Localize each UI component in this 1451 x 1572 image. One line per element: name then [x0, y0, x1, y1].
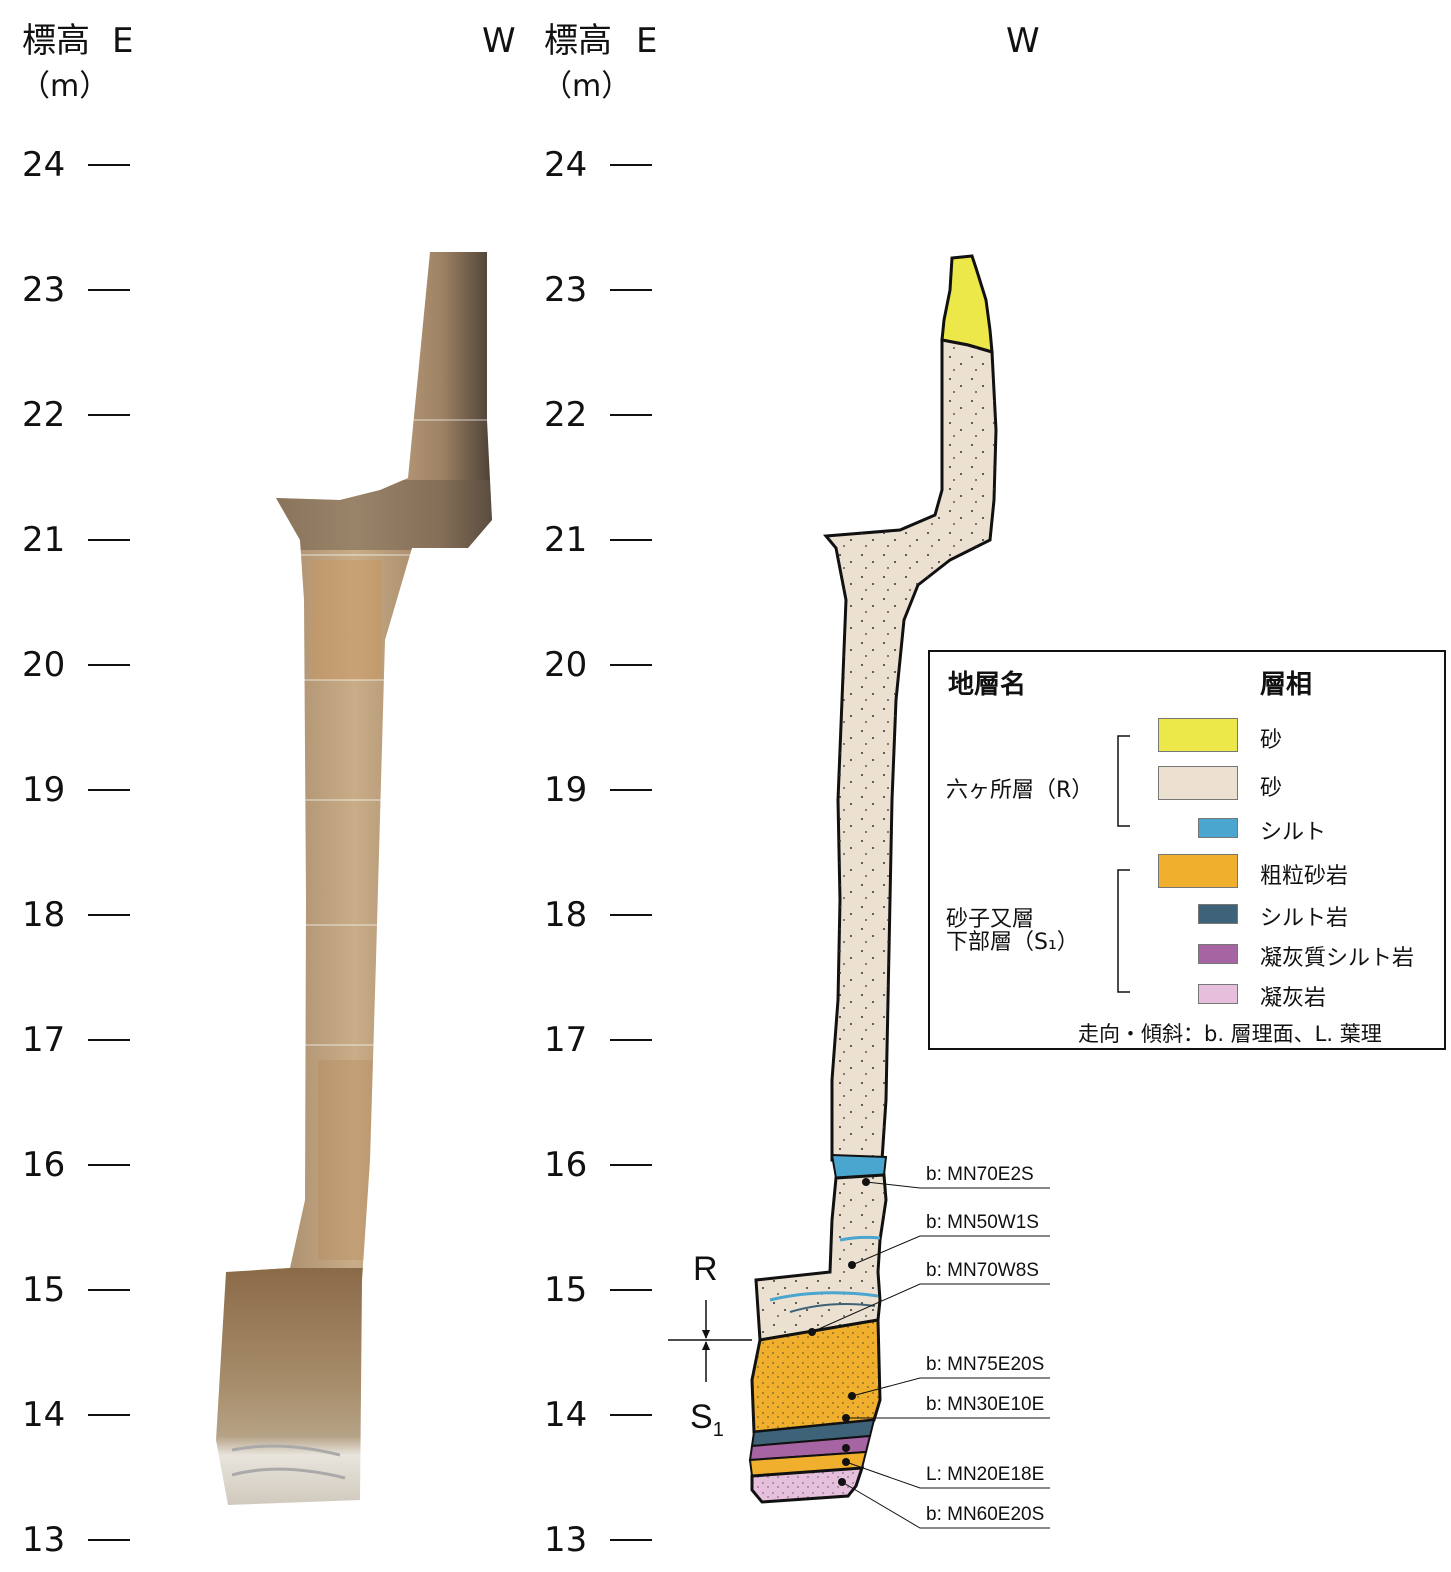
legend-label-6: 凝灰岩 [1260, 980, 1326, 1012]
attitude-label: b: MN50W1S [926, 1212, 1039, 1234]
legend-swatch-1 [1158, 766, 1238, 800]
legend-swatch-6 [1198, 984, 1238, 1004]
legend-swatch-4 [1198, 904, 1238, 924]
legend-swatch-0 [1158, 718, 1238, 752]
trench-photo [210, 250, 500, 1508]
boundary-label-s1: S1 [690, 1398, 724, 1442]
legend-brackets [930, 652, 1448, 1052]
layer-yellow-sand [942, 256, 992, 352]
attitude-label: b: MN60E20S [926, 1504, 1044, 1526]
attitude-label: b: MN75E20S [926, 1354, 1044, 1376]
legend: 地層名 層相 六ヶ所層（R） 砂子又層下部層（S₁） 砂 砂 シルト 粗粒砂岩 … [928, 650, 1446, 1050]
legend-label-1: 砂 [1260, 770, 1282, 802]
boundary-label-r: R [693, 1250, 718, 1289]
attitude-label: L: MN20E18E [926, 1464, 1044, 1486]
legend-label-4: シルト岩 [1260, 900, 1348, 932]
legend-note: 走向・傾斜：b. 層理面、L. 葉理 [1078, 1018, 1382, 1048]
legend-swatch-3 [1158, 854, 1238, 888]
attitude-label: b: MN70E2S [926, 1164, 1034, 1186]
legend-swatch-5 [1198, 944, 1238, 964]
legend-label-0: 砂 [1260, 722, 1282, 754]
legend-label-3: 粗粒砂岩 [1260, 858, 1348, 890]
attitude-label: b: MN30E10E [926, 1394, 1044, 1416]
legend-swatch-2 [1198, 818, 1238, 838]
legend-label-2: シルト [1260, 814, 1326, 846]
legend-label-5: 凝灰質シルト岩 [1260, 940, 1414, 972]
attitude-label: b: MN70W8S [926, 1260, 1039, 1282]
